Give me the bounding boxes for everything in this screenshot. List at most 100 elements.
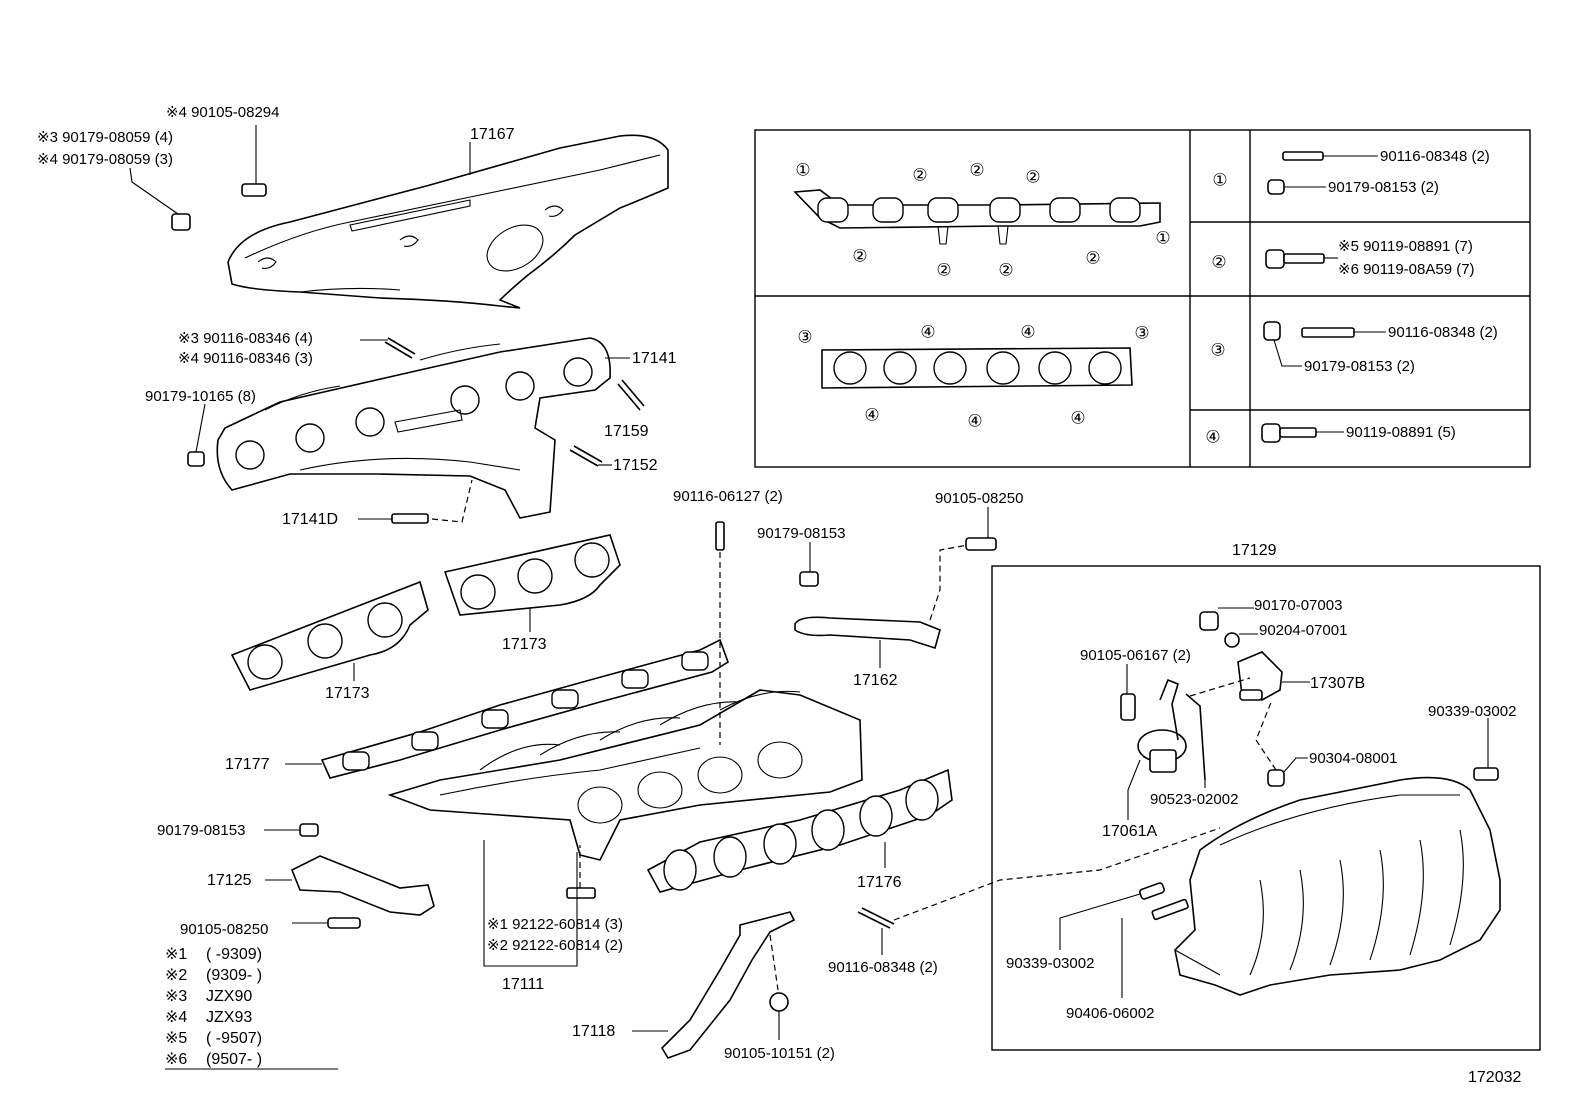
label-17167: 17167 bbox=[470, 126, 515, 143]
nut-icon bbox=[187, 403, 206, 467]
marker-2: ② bbox=[912, 166, 927, 185]
fastener-table: ① ② ② ② ① ② ② ② ② ③ ④ ④ ③ ④ ④ ④ ① ② ③ ④ … bbox=[754, 129, 1531, 468]
bolt-icon bbox=[292, 917, 361, 929]
marker-4: ④ bbox=[864, 406, 879, 425]
svg-text:JZX90: JZX90 bbox=[206, 988, 252, 1005]
label-90105-06167: 90105-06167 (2) bbox=[1080, 647, 1191, 664]
label-17061a: 17061A bbox=[1102, 823, 1157, 840]
table-row-4-line-1: 90119-08891 (5) bbox=[1346, 424, 1456, 441]
marker-1: ① bbox=[1155, 229, 1170, 248]
stay-17118 bbox=[660, 911, 796, 1059]
svg-text:※4: ※4 bbox=[165, 1009, 187, 1026]
label-17111: 17111 bbox=[502, 976, 544, 993]
legend-row-5: ※5 ( -9507) bbox=[165, 1030, 262, 1047]
label-90179-08153-top: 90179-08153 bbox=[757, 525, 845, 542]
intake-gasket-lower bbox=[821, 347, 1133, 389]
bolt-icon bbox=[965, 507, 997, 551]
heat-shield-17167 bbox=[227, 134, 669, 309]
legend: ※1 ( -9309) ※2 (9309- ) ※3 JZX90 ※4 JZX9… bbox=[165, 946, 338, 1070]
box-title-17129: 17129 bbox=[1232, 542, 1277, 559]
marker-2: ② bbox=[998, 261, 1013, 280]
marker-4: ④ bbox=[1070, 409, 1085, 428]
svg-text:(9507- ): (9507- ) bbox=[206, 1051, 262, 1068]
label-90304-08001: 90304-08001 bbox=[1309, 750, 1397, 767]
marker-2: ② bbox=[936, 261, 951, 280]
plug-icon bbox=[1473, 718, 1499, 781]
marker-2: ② bbox=[1025, 168, 1040, 187]
stud-icon bbox=[569, 445, 612, 467]
label-17177: 17177 bbox=[225, 756, 270, 773]
stud-icon bbox=[1121, 898, 1189, 998]
marker-3: ③ bbox=[797, 328, 812, 347]
label-90170-07003: 90170-07003 bbox=[1254, 597, 1342, 614]
vsv-17061a bbox=[1127, 677, 1251, 820]
surge-tank-box: 17129 90339-03002 90304-08001 bbox=[991, 542, 1541, 1051]
table-key-2: ② bbox=[1211, 253, 1226, 272]
legend-row-3: ※3 JZX90 bbox=[165, 988, 252, 1005]
stud-icon bbox=[1301, 327, 1355, 338]
bolt-icon bbox=[769, 992, 789, 1040]
label-stud-4: ※4 90116-08346 (3) bbox=[178, 350, 313, 367]
label-17118: 17118 bbox=[572, 1023, 615, 1040]
table-row-3-line-1: 90116-08348 (2) bbox=[1388, 324, 1498, 341]
svg-text:( -9309): ( -9309) bbox=[206, 946, 262, 963]
bolt-icon bbox=[1261, 423, 1281, 443]
label-90105-08250-top: 90105-08250 bbox=[935, 490, 1023, 507]
table-key-4: ④ bbox=[1205, 428, 1220, 447]
marker-2: ② bbox=[852, 247, 867, 266]
plug-icon bbox=[1059, 882, 1165, 950]
table-row-3-line-2: 90179-08153 (2) bbox=[1304, 358, 1415, 375]
marker-4: ④ bbox=[1020, 323, 1035, 342]
label-17159: 17159 bbox=[604, 423, 649, 440]
marker-1: ① bbox=[795, 161, 810, 180]
label-17125: 17125 bbox=[207, 872, 252, 889]
stud-icon bbox=[617, 379, 645, 411]
marker-3: ③ bbox=[1134, 324, 1149, 343]
marker-2: ② bbox=[969, 161, 984, 180]
label-stud-1: ※1 92122-60814 (3) bbox=[487, 916, 623, 933]
legend-row-2: ※2 (9309- ) bbox=[165, 967, 262, 984]
intake-gasket-17177 bbox=[320, 638, 729, 779]
svg-text:JZX93: JZX93 bbox=[206, 1009, 252, 1026]
bracket-17307b bbox=[1237, 651, 1310, 701]
surge-tank bbox=[1174, 776, 1501, 996]
label-17307b: 17307B bbox=[1310, 675, 1365, 692]
svg-text:※6: ※6 bbox=[165, 1051, 187, 1068]
svg-text:※2: ※2 bbox=[165, 967, 187, 984]
svg-text:(9309- ): (9309- ) bbox=[206, 967, 262, 984]
nut-icon bbox=[799, 542, 819, 587]
label-17176: 17176 bbox=[857, 874, 902, 891]
nut-icon bbox=[1263, 321, 1281, 341]
label-17141d: 17141D bbox=[282, 511, 338, 528]
svg-text:※1: ※1 bbox=[165, 946, 187, 963]
table-row-1-line-1: 90116-08348 (2) bbox=[1380, 148, 1490, 165]
bolt-icon bbox=[1120, 664, 1136, 721]
stud-icon bbox=[857, 827, 1221, 955]
stud-icon bbox=[360, 337, 416, 359]
stud-icon bbox=[566, 845, 596, 899]
nut-icon bbox=[1199, 607, 1254, 631]
label-90339-left: 90339-03002 bbox=[1006, 955, 1094, 972]
hose-icon bbox=[1185, 693, 1206, 788]
label-stud-2: ※2 92122-60814 (2) bbox=[487, 937, 623, 954]
marker-4: ④ bbox=[967, 412, 982, 431]
label-17173-b: 17173 bbox=[502, 636, 547, 653]
svg-text:※3: ※3 bbox=[165, 988, 187, 1005]
label-17141: 17141 bbox=[632, 350, 677, 367]
label-17173-a: 17173 bbox=[325, 685, 370, 702]
label-17152: 17152 bbox=[613, 457, 658, 474]
intake-gasket-upper bbox=[793, 189, 1161, 245]
washer-icon bbox=[1224, 632, 1258, 648]
exhaust-manifold-17141 bbox=[216, 337, 611, 519]
intake-gasket-17176 bbox=[646, 768, 953, 893]
clip-icon bbox=[1255, 699, 1308, 787]
nut-icon bbox=[129, 167, 191, 231]
svg-text:( -9507): ( -9507) bbox=[206, 1030, 262, 1047]
legend-row-6: ※6 (9507- ) bbox=[165, 1051, 262, 1068]
stud-icon bbox=[715, 521, 725, 745]
label-90116-08348-lower: 90116-08348 (2) bbox=[828, 959, 938, 976]
label-90116-06127: 90116-06127 (2) bbox=[673, 488, 783, 505]
table-row-2-line-1: ※5 90119-08891 (7) bbox=[1338, 238, 1473, 255]
marker-2: ② bbox=[1085, 249, 1100, 268]
